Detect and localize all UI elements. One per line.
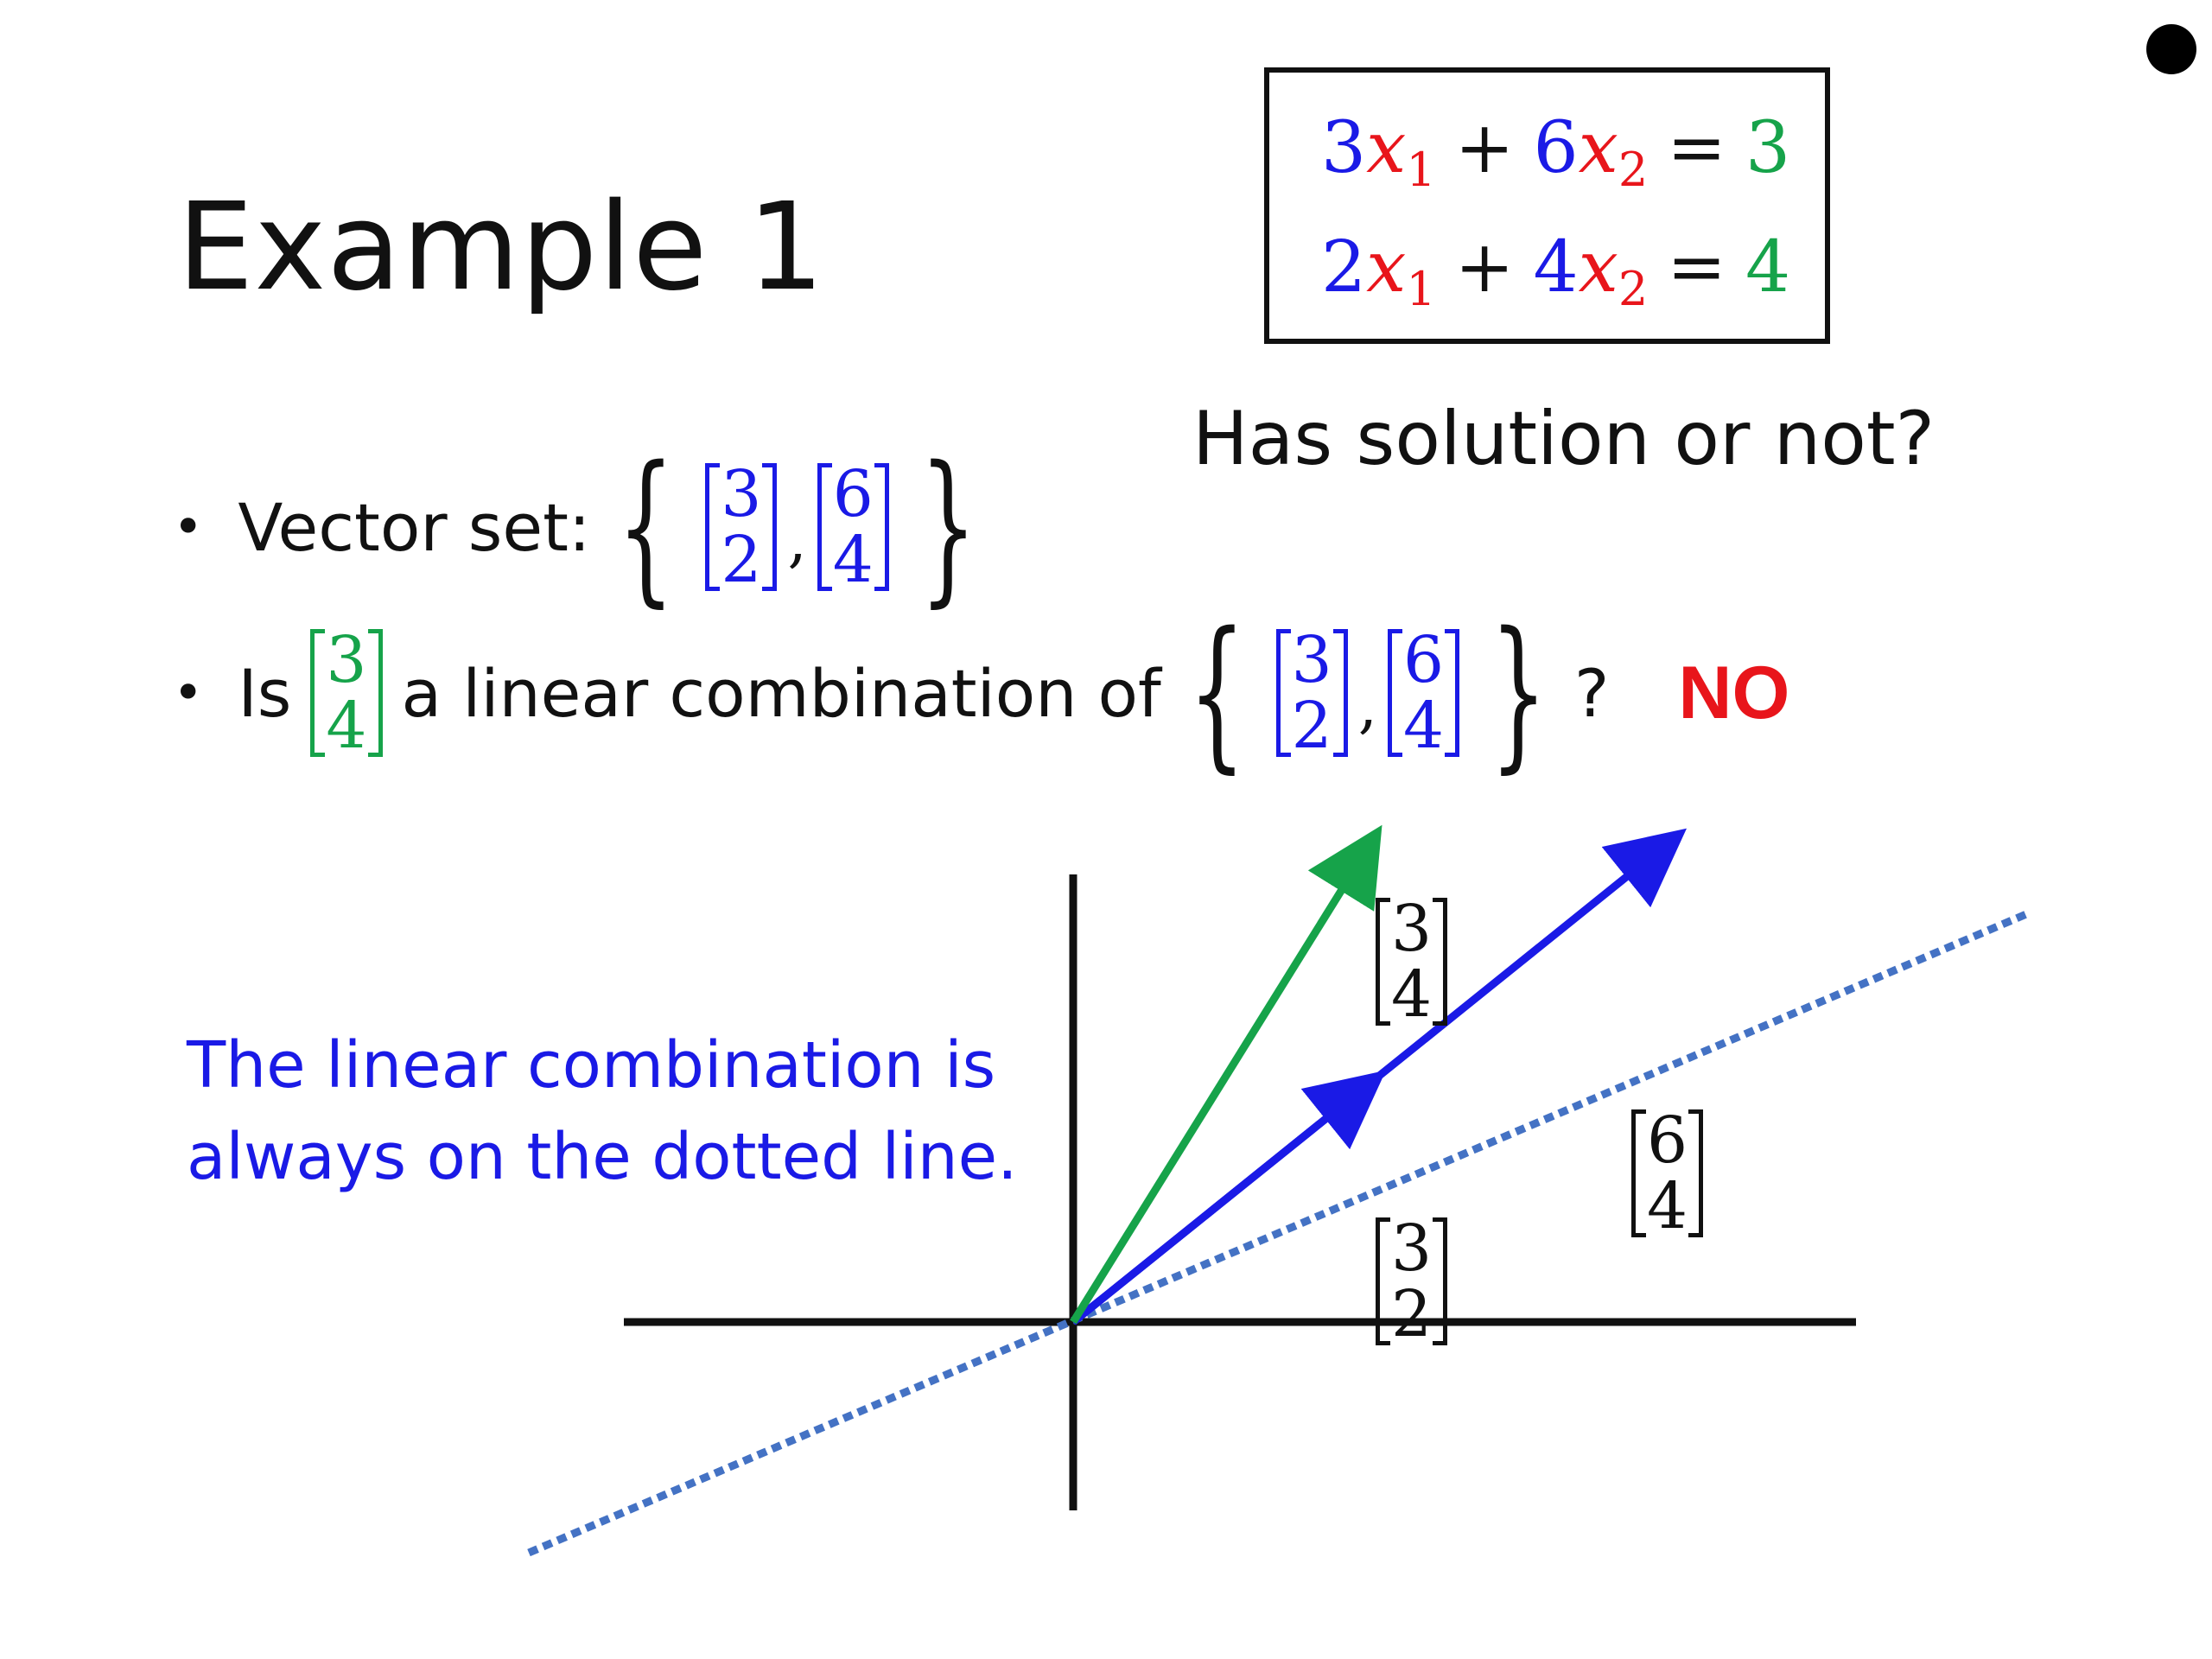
vector-a1: 3 2: [705, 457, 778, 597]
bullet-linear-combination: • Is 3 4 a linear combination of { 3 2 ,…: [173, 611, 1790, 775]
eq1-equals: =: [1667, 107, 1726, 189]
vector-a1-top: 3: [1291, 623, 1332, 697]
vector-a1-top: 3: [721, 457, 762, 531]
bullet-dot: •: [173, 663, 204, 723]
slide-title: Example 1: [177, 177, 825, 318]
vector-b-label: 3 4: [1376, 892, 1448, 1032]
solution-question: Has solution or not?: [1192, 396, 1936, 482]
eq1-rhs: 3: [1745, 107, 1791, 189]
label-vector-a1: 3 2: [1372, 1214, 1451, 1349]
right-brace: }: [1490, 597, 1548, 788]
comma: ,: [787, 505, 807, 575]
span-dotted-line: [527, 910, 2028, 1557]
dotted-line-note: The linear combination is always on the …: [187, 1020, 1018, 1203]
corner-dot: [2146, 24, 2196, 74]
is-label: Is: [238, 654, 292, 732]
label-vector-b: 3 4: [1372, 894, 1451, 1029]
left-brace: {: [617, 431, 676, 622]
label-vector-a2: 6 4: [1628, 1106, 1707, 1241]
vector-a2: 6 4: [817, 460, 889, 594]
eq2-equals: =: [1667, 226, 1726, 308]
vector-a2-bottom: 4: [832, 523, 874, 597]
vector-a1-bottom: 2: [1291, 689, 1332, 763]
eq1-sub-1: 1: [1406, 143, 1436, 197]
arrow-b: [1070, 824, 1382, 1325]
eq1-coef-1: 3: [1321, 107, 1367, 189]
vector-a2-label-bottom: 4: [1647, 1169, 1688, 1243]
eq2-sub-1: 1: [1406, 262, 1436, 316]
vector-a1: 3 2: [1275, 623, 1348, 763]
eq1-plus: +: [1454, 107, 1515, 189]
vector-b: 3 4: [310, 623, 383, 763]
eq2-coef-2: 4: [1533, 226, 1579, 308]
vector-a2-label: 6 4: [1631, 1103, 1704, 1243]
left-brace: {: [1187, 597, 1246, 788]
bullet-dot: •: [173, 497, 204, 557]
vector-b-bottom: 4: [326, 689, 367, 763]
vector-a2-label-top: 6: [1647, 1103, 1688, 1178]
vector-b-label-bottom: 4: [1391, 957, 1433, 1032]
linear-combination-text: a linear combination of: [401, 654, 1161, 732]
eq1-var-1: x: [1366, 107, 1407, 189]
arrow-a1: [1071, 1070, 1387, 1325]
comma: ,: [1357, 671, 1378, 741]
eq2-plus: +: [1454, 226, 1515, 308]
vector-a2-top: 6: [832, 457, 874, 531]
question-mark: ?: [1574, 654, 1610, 732]
vector-a1-label-top: 3: [1391, 1211, 1433, 1286]
eq2-sub-2: 2: [1618, 262, 1649, 316]
eq2-rhs: 4: [1745, 226, 1791, 308]
vector-a2-top: 6: [1403, 623, 1445, 697]
eq1-coef-2: 6: [1533, 107, 1579, 189]
vector-set-label: Vector set:: [238, 488, 591, 566]
eq1-sub-2: 2: [1618, 143, 1649, 197]
eq2-var-2: x: [1578, 226, 1618, 308]
right-brace: }: [919, 431, 977, 622]
answer-no: NO: [1678, 651, 1790, 734]
equation-2: 2x1+4x2=4: [1321, 226, 1790, 321]
bullet-vector-set: • Vector set: { 3 2 , 6 4 }: [173, 445, 1004, 609]
note-line-1: The linear combination is: [187, 1028, 996, 1103]
vector-a1-label-bottom: 2: [1391, 1277, 1433, 1351]
eq2-coef-1: 2: [1321, 226, 1367, 308]
vector-b-top: 3: [326, 623, 367, 697]
equation-system-box: 3x1+6x2=3 2x1+4x2=4: [1264, 67, 1830, 344]
note-line-2: always on the dotted line.: [187, 1120, 1018, 1194]
vector-a1-bottom: 2: [721, 523, 762, 597]
eq1-var-2: x: [1578, 107, 1618, 189]
vector-a1-label: 3 2: [1376, 1211, 1448, 1351]
vector-a2-bottom: 4: [1403, 689, 1445, 763]
vector-a2: 6 4: [1388, 623, 1460, 763]
vector-b-label-top: 3: [1391, 892, 1433, 966]
equation-1: 3x1+6x2=3: [1321, 107, 1790, 202]
eq2-var-1: x: [1366, 226, 1407, 308]
